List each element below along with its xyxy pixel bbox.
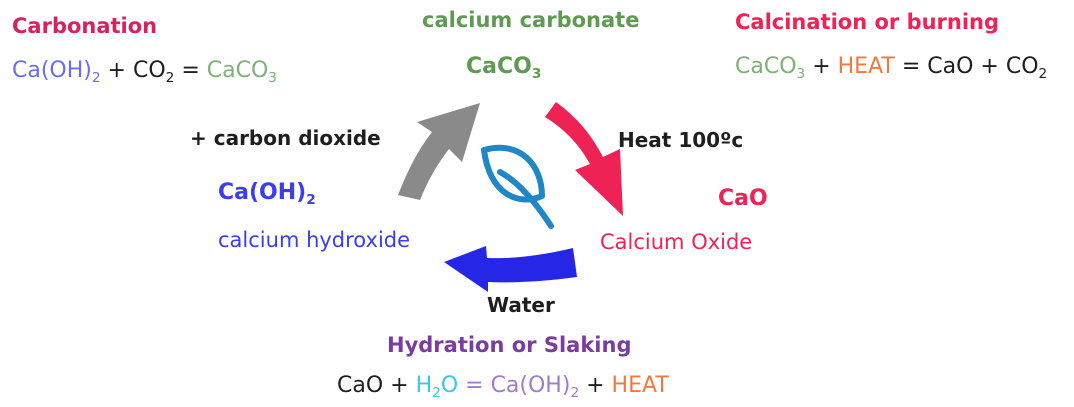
hydration-title: Hydration or Slaking xyxy=(387,333,632,357)
heat-label: Heat 100ºc xyxy=(618,128,744,152)
calcium-carbonate-formula: CaCO3 xyxy=(466,54,542,82)
blue-arrow-icon xyxy=(444,246,577,292)
red-arrow-icon xyxy=(545,102,623,216)
hydration-equation: CaO + H2O = Ca(OH)2 + HEAT xyxy=(337,373,669,401)
calcium-carbonate-name: calcium carbonate xyxy=(422,8,640,32)
calcination-title: Calcination or burning xyxy=(735,10,1000,34)
leaf-icon xyxy=(481,144,554,229)
calcium-oxide-formula: CaO xyxy=(718,186,768,211)
calcium-hydroxide-formula: Ca(OH)2 xyxy=(218,180,316,208)
calcium-oxide-name: Calcium Oxide xyxy=(600,230,753,254)
grey-arrow-icon xyxy=(398,103,480,200)
carbonation-title: Carbonation xyxy=(12,14,158,38)
carbon-dioxide-label: + carbon dioxide xyxy=(190,126,381,150)
calcination-equation: CaCO3 + HEAT = CaO + CO2 xyxy=(735,54,1048,82)
water-label: Water xyxy=(487,293,555,317)
carbonation-equation: Ca(OH)2 + CO2 = CaCO3 xyxy=(12,58,277,86)
calcium-hydroxide-name: calcium hydroxide xyxy=(218,228,411,252)
